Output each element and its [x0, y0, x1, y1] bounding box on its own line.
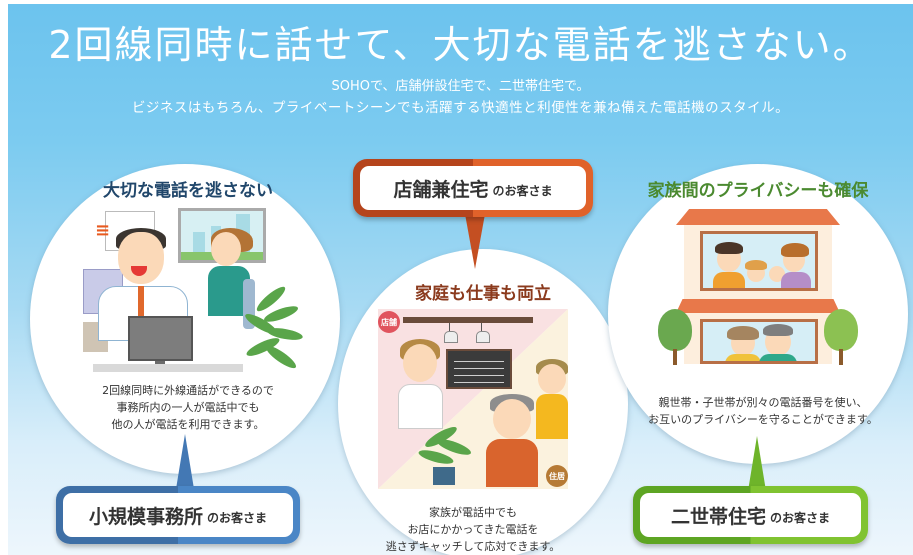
man-mouth	[131, 266, 147, 276]
desk	[93, 364, 243, 372]
callout-suffix-label: のお客さま	[770, 511, 831, 525]
pendant-lamp-icon	[444, 323, 458, 343]
shop-home-illustration: 店舗 住居	[378, 309, 568, 489]
panel-description-shop-home: 家族が電話中でも お店にかかってきた電話を 逃さずキャッチして応対できます。	[358, 504, 588, 555]
headline: 2回線同時に話せて、大切な電話を逃さない。	[48, 23, 873, 67]
home-tag-badge: 住居	[546, 465, 568, 487]
menu-board	[446, 349, 512, 389]
panel-title-shop-home: 家庭も仕事も両立	[415, 284, 551, 304]
computer-monitor-icon	[128, 316, 193, 361]
shop-woman-body	[398, 384, 443, 429]
window-upper	[700, 231, 818, 291]
shop-tag-badge: 店舗	[378, 311, 400, 333]
description-line: 親世帯・子世帯が別々の電話番号を使い、	[658, 396, 868, 409]
tree-icon	[824, 309, 858, 351]
man-face	[118, 232, 164, 284]
panel-description-office: 2回線同時に外線通話ができるので 事務所内の一人が電話中でも 他の人が電話を利用…	[48, 382, 328, 433]
callout-two-generation: 二世帯住宅 のお客さま	[633, 486, 868, 544]
roof-lower	[676, 299, 840, 313]
panel-title-two-generation: 家族間のプライバシーも確保	[647, 181, 869, 201]
pendant-lamp-icon	[476, 323, 490, 343]
ceiling-beam	[403, 317, 533, 323]
description-line: 他の人が電話を利用できます。	[111, 418, 265, 431]
home-woman-face	[538, 364, 566, 394]
description-line: 逃さずキャッチして応対できます。	[385, 540, 561, 553]
plant-icon	[417, 423, 473, 472]
roof-upper	[676, 209, 840, 225]
callout-tail-office	[176, 434, 194, 489]
description-line: 2回線同時に外線通話ができるので	[102, 384, 274, 397]
office-illustration: ≡	[83, 204, 304, 374]
description-line: 家族が電話中でも	[429, 506, 517, 519]
callout-shop-home: 店舗兼住宅 のお客さま	[353, 159, 593, 217]
description-line: お互いのプライバシーを守ることができます。	[648, 413, 878, 426]
ringing-burst-icon: ≡	[95, 220, 111, 241]
home-man-face	[493, 399, 531, 439]
panel-description-two-generation: 親世帯・子世帯が別々の電話番号を使い、 お互いのプライバシーを守ることができます…	[618, 394, 908, 428]
panel-title-office: 大切な電話を逃さない	[103, 181, 273, 201]
subheadline-2: ビジネスはもちろん、プライベートシーンでも活躍する快適性と利便性を兼ね備えた電話…	[131, 100, 790, 116]
man-tie	[138, 286, 144, 326]
home-woman-body	[536, 394, 568, 439]
callout-suffix-label: のお客さま	[207, 511, 268, 525]
callout-main-label: 小規模事務所	[88, 505, 203, 528]
shop-woman-face	[403, 344, 437, 382]
description-line: お店にかかってきた電話を	[407, 523, 539, 536]
colleague-face	[211, 232, 241, 266]
callout-suffix-label: のお客さま	[492, 184, 553, 198]
description-line: 事務所内の一人が電話中でも	[116, 401, 260, 414]
promo-banner: 2回線同時に話せて、大切な電話を逃さない。 SOHOで、店舗併設住宅で、二世帯住…	[8, 4, 913, 555]
window-lower	[700, 319, 818, 364]
callout-small-office: 小規模事務所 のお客さま	[56, 486, 300, 544]
callout-tail-shop-home	[465, 214, 485, 269]
two-generation-house-illustration	[658, 209, 858, 365]
callout-tail-two-generation	[748, 436, 766, 491]
tree-icon	[658, 309, 692, 351]
home-man-body	[486, 439, 538, 487]
callout-main-label: 二世帯住宅	[670, 505, 766, 528]
subheadline-1: SOHOで、店舗併設住宅で、二世帯住宅で。	[331, 79, 590, 94]
plant-icon	[233, 283, 304, 374]
tree-trunk	[839, 349, 843, 365]
tree-trunk	[673, 349, 677, 365]
plant-pot	[433, 467, 455, 485]
callout-main-label: 店舗兼住宅	[393, 178, 489, 201]
